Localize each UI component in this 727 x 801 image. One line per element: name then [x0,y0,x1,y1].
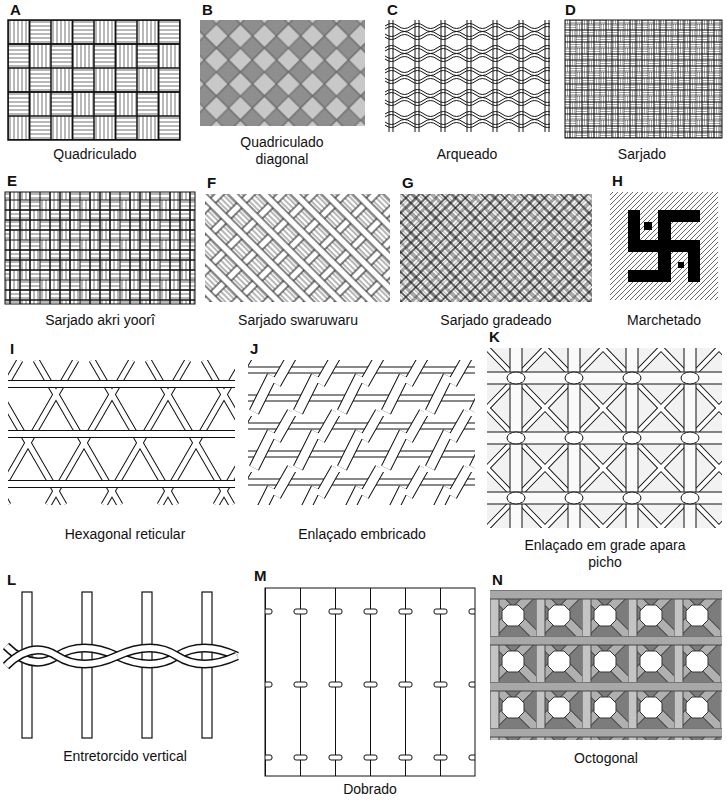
pattern-caption: Quadriculado [10,146,180,163]
pattern-caption: Entretorcido vertical [10,748,240,765]
pattern-caption: Arqueado [387,146,547,163]
pattern-caption: Hexagonal reticular [15,526,235,543]
panel-letter: A [8,1,23,19]
panel-letter: J [248,340,260,358]
panel-letter: D [563,1,578,19]
panel-letter: B [200,1,215,19]
panel-letter: M [252,567,269,585]
panel-letter: F [205,174,218,192]
panel-letter: E [5,172,19,190]
panel-letter: C [385,1,400,19]
panel-letter: H [610,172,625,190]
pattern-caption: Sarjado [567,146,717,163]
pattern-caption: Sarjado akri yoorî [5,312,195,329]
pattern-caption: Sarjado gradeado [404,312,589,329]
pattern-caption: Enlaçado embricado [252,526,472,543]
panel-letter: N [490,571,505,589]
pattern-caption: Marchetado [609,312,719,329]
pattern-caption: Enlaçado em grade apara picho [520,537,690,571]
panel-letter: I [8,340,16,358]
panel-letter: G [400,174,416,192]
pattern-caption: Quadriculado diagonal [217,134,347,168]
pattern-caption: Dobrado [305,781,435,798]
pattern-caption: Sarjado swaruwaru [208,312,388,329]
panel-letter: K [487,328,502,346]
panel-letter: L [5,571,18,589]
pattern-caption: Octogonal [496,750,716,767]
